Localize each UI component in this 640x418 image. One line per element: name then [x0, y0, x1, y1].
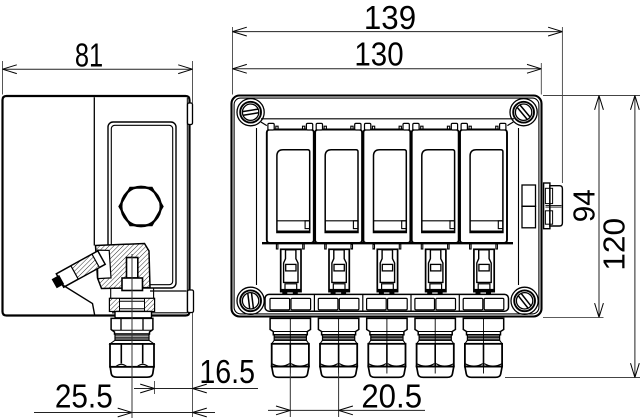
- svg-text:16.5: 16.5: [199, 353, 255, 390]
- svg-text:139: 139: [364, 0, 416, 36]
- svg-text:130: 130: [354, 35, 403, 72]
- svg-text:81: 81: [75, 36, 103, 73]
- svg-text:120: 120: [597, 218, 632, 271]
- svg-text:20.5: 20.5: [361, 377, 422, 414]
- svg-text:94: 94: [567, 189, 602, 222]
- svg-text:25.5: 25.5: [55, 377, 113, 414]
